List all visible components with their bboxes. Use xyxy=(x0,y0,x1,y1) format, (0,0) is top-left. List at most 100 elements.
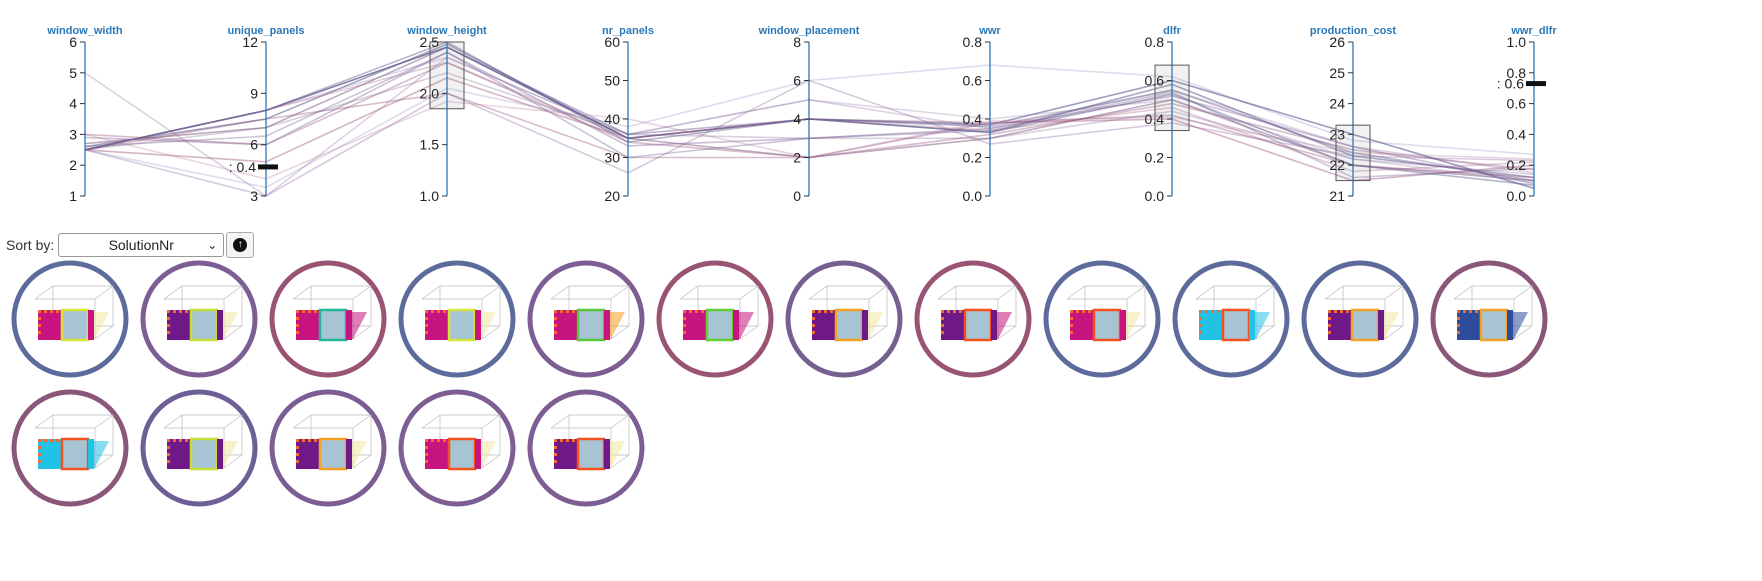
tick-label: 12 xyxy=(242,34,258,50)
solution-thumbnail[interactable] xyxy=(263,254,393,384)
solution-thumbnail[interactable] xyxy=(392,383,522,513)
facade-panel-right xyxy=(862,310,868,340)
axis-title: production_cost xyxy=(1310,25,1397,37)
window-glass xyxy=(60,308,90,342)
facade-panel-right xyxy=(88,310,94,340)
solution-thumbnail[interactable] xyxy=(1037,254,1167,384)
facade-panel-right xyxy=(346,439,352,469)
solution-thumbnail[interactable] xyxy=(521,254,651,384)
panel-dots xyxy=(425,310,446,334)
parallel-coordinates-plot[interactable]: window_width123456unique_panels36912wind… xyxy=(0,0,1762,210)
facade-panel-left xyxy=(425,310,449,340)
solution-thumbnail[interactable] xyxy=(650,254,780,384)
facade-panel-left xyxy=(296,310,320,340)
facade-panel-left xyxy=(38,439,62,469)
solution-thumbnail[interactable] xyxy=(392,254,522,384)
tick-label: 8 xyxy=(793,34,801,50)
facade-panel-left xyxy=(296,439,320,469)
axis-brush[interactable] xyxy=(1154,64,1190,132)
filter-handle[interactable] xyxy=(1526,81,1546,87)
tick-label: 2 xyxy=(69,157,77,173)
tick-label: 21 xyxy=(1329,188,1345,204)
window-glass xyxy=(1221,308,1251,342)
facade-panel-left xyxy=(812,310,836,340)
panel-dots xyxy=(1457,310,1478,334)
window-glass xyxy=(189,437,219,471)
tick-label: 0.6 xyxy=(963,73,983,89)
panel-dots xyxy=(1199,310,1220,334)
facade-panel-left xyxy=(167,439,191,469)
tick-label: 0.2 xyxy=(1145,150,1165,166)
filter-handle[interactable] xyxy=(258,164,278,170)
facade-panel-right xyxy=(346,310,352,340)
solution-thumbnail[interactable] xyxy=(134,254,264,384)
tick-label: 4 xyxy=(793,111,801,127)
facade-panel-left xyxy=(554,439,578,469)
tick-label: 3 xyxy=(69,126,77,142)
solution-thumbnail[interactable] xyxy=(5,254,135,384)
axis-title: window_placement xyxy=(758,25,860,37)
panel-dots xyxy=(38,310,59,334)
tick-label: 0.8 xyxy=(1507,65,1527,81)
solution-thumbnail[interactable] xyxy=(1166,254,1296,384)
sort-direction-button[interactable]: ↑ xyxy=(226,232,255,258)
window-glass xyxy=(1092,308,1122,342)
facade-panel-right xyxy=(1378,310,1384,340)
tick-label: 0.8 xyxy=(963,34,983,50)
panel-dots xyxy=(38,439,59,463)
facade-panel-left xyxy=(167,310,191,340)
tick-label: 6 xyxy=(793,73,801,89)
panel-dots xyxy=(167,439,188,463)
tick-label: 0.4 xyxy=(1507,126,1527,142)
facade-panel-left xyxy=(941,310,965,340)
axis-production_cost[interactable]: production_cost212223242526 xyxy=(1310,25,1397,204)
tick-label: 0.6 xyxy=(1507,96,1527,112)
solution-thumbnail[interactable] xyxy=(521,383,651,513)
axis-title: unique_panels xyxy=(227,25,304,37)
tick-label: 0.0 xyxy=(1145,188,1165,204)
panel-dots xyxy=(554,439,575,463)
tick-label: 30 xyxy=(604,150,620,166)
window-glass xyxy=(963,308,993,342)
window-glass xyxy=(1479,308,1509,342)
panel-dots xyxy=(167,310,188,334)
filter-value-label: : 0.4 xyxy=(229,159,256,175)
solution-thumbnail[interactable] xyxy=(134,383,264,513)
facade-panel-right xyxy=(991,310,997,340)
tick-label: 0.0 xyxy=(1507,188,1527,204)
tick-label: 50 xyxy=(604,73,620,89)
filter-value-label: : 0.6 xyxy=(1497,76,1524,92)
window-glass xyxy=(189,308,219,342)
tick-label: 0.0 xyxy=(963,188,983,204)
window-glass xyxy=(705,308,735,342)
solution-thumbnail[interactable] xyxy=(908,254,1038,384)
facade-panel-left xyxy=(1457,310,1481,340)
solution-thumbnail[interactable] xyxy=(5,383,135,513)
tick-label: 24 xyxy=(1329,96,1345,112)
solution-thumbnail[interactable] xyxy=(1295,254,1425,384)
chevron-down-icon: ⌄ xyxy=(207,238,218,252)
facade-panel-right xyxy=(604,439,610,469)
facade-panel-right xyxy=(475,439,481,469)
axis-brush[interactable] xyxy=(1335,124,1371,182)
window-glass xyxy=(576,437,606,471)
facade-panel-right xyxy=(1249,310,1255,340)
facade-panel-left xyxy=(1070,310,1094,340)
solution-thumbnail[interactable] xyxy=(779,254,909,384)
facade-panel-right xyxy=(88,439,94,469)
facade-panel-right xyxy=(1120,310,1126,340)
solution-thumbnail[interactable] xyxy=(1424,254,1554,384)
solution-thumbnail[interactable] xyxy=(263,383,393,513)
tick-label: 0.4 xyxy=(963,111,983,127)
sort-select[interactable]: SolutionNr ⌄ xyxy=(58,233,225,257)
axis-brush[interactable] xyxy=(429,41,465,110)
axis-title: wwr_dlfr xyxy=(1510,25,1557,37)
